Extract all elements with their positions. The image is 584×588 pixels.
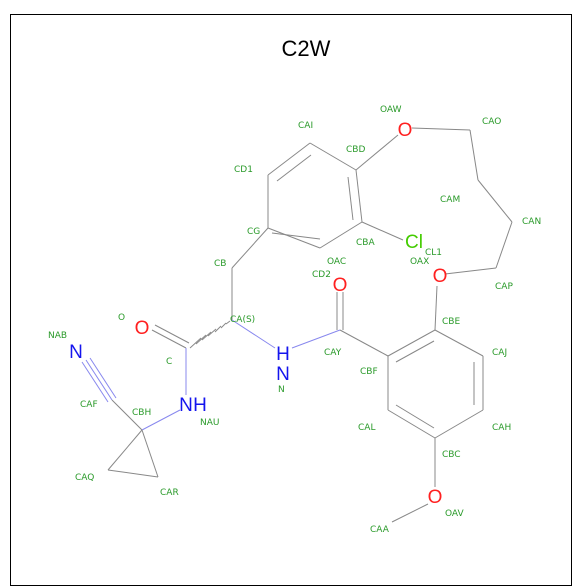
bond — [107, 469, 159, 478]
atom-label: CBD — [346, 145, 365, 155]
atom-label: CBE — [442, 317, 460, 327]
atom-label: CD2 — [312, 270, 331, 280]
bond — [231, 227, 269, 269]
bond — [214, 325, 222, 333]
atom-label: CAA — [370, 525, 390, 535]
atom-label: OAC — [327, 257, 346, 267]
atom-label: CAH — [492, 423, 511, 433]
amide-n-atom: N — [276, 364, 290, 385]
bond — [395, 340, 435, 363]
bond — [434, 409, 484, 439]
atom-label: CBC — [442, 450, 461, 460]
bond — [469, 129, 479, 181]
atom-label: CBA — [356, 238, 375, 248]
bond — [151, 329, 187, 349]
atom-label: CAM — [440, 195, 460, 205]
oxygen-atom: O — [433, 266, 448, 287]
bond — [141, 429, 159, 478]
atom-label: CG — [247, 227, 260, 237]
bond — [267, 142, 311, 176]
atom-label: C — [166, 357, 172, 367]
bond — [207, 328, 217, 337]
bond — [355, 134, 399, 171]
bond — [89, 357, 117, 399]
atom-label: CL1 — [425, 248, 442, 258]
atom-label: CAQ — [75, 473, 94, 483]
atom-label: CD1 — [234, 165, 253, 175]
atom-label: CAY — [324, 348, 342, 358]
bond — [111, 399, 143, 431]
bond — [411, 127, 471, 131]
atom-label: NAB — [48, 331, 67, 341]
atom-label: CAO — [482, 117, 501, 127]
bond — [141, 409, 181, 431]
bond — [154, 324, 190, 344]
oxygen-atom: O — [333, 275, 348, 296]
bond — [220, 322, 227, 329]
chlorine-atom: Cl — [405, 232, 423, 253]
atom-label: CAP — [495, 282, 513, 292]
bond — [477, 179, 513, 223]
oxygen-atom: O — [398, 120, 413, 141]
bond — [355, 169, 363, 223]
oxygen-atom: O — [135, 318, 150, 339]
bond — [434, 285, 438, 331]
atom-label: N — [278, 385, 285, 395]
bond — [276, 154, 312, 182]
bond — [85, 359, 113, 401]
atom-label: CB — [214, 259, 226, 269]
bond — [201, 331, 212, 341]
bond — [231, 319, 276, 349]
bond — [271, 232, 321, 240]
atom-label: CA(S) — [230, 315, 255, 325]
bond — [347, 176, 354, 221]
atom-label: CAF — [80, 400, 98, 410]
atom-label: CAJ — [492, 348, 507, 358]
bond — [225, 320, 231, 325]
bond — [395, 404, 435, 429]
atom-label: CAI — [298, 121, 313, 131]
bond — [339, 329, 389, 357]
atom-label: CAL — [358, 423, 375, 433]
bond — [195, 334, 207, 345]
atom-labels: OAW CAO CAI CBD CD1 CAM CAN CG CBA OAC O… — [48, 105, 541, 535]
bond — [267, 227, 321, 249]
bond — [434, 329, 484, 357]
atom-label: NAU — [200, 418, 219, 428]
atom-label: OAW — [380, 105, 402, 115]
structure-frame — [10, 14, 572, 586]
bond — [444, 267, 497, 275]
bonds — [81, 127, 513, 523]
bond — [391, 503, 429, 523]
bond — [309, 142, 357, 171]
atom-label: O — [118, 313, 125, 323]
diagram-title: C2W — [282, 36, 331, 61]
bond — [291, 329, 341, 349]
bond — [361, 221, 404, 241]
amine-h-atom: H — [193, 395, 207, 416]
bond — [387, 409, 436, 439]
oxygen-atom: O — [428, 487, 443, 508]
bond — [319, 221, 363, 249]
bond — [107, 429, 143, 471]
bond — [189, 337, 202, 349]
atom-label: CBH — [132, 408, 151, 418]
bond — [387, 329, 436, 357]
bond — [81, 361, 109, 403]
nitrile-n-atom: N — [69, 342, 83, 363]
atom-label: OAX — [410, 257, 429, 267]
atom-label: CBF — [360, 367, 378, 377]
bond — [495, 221, 513, 269]
atom-label: CAR — [160, 488, 179, 498]
atom-label: CAN — [522, 217, 541, 227]
atom-label: OAV — [445, 509, 465, 519]
amine-n-atom: N — [179, 395, 193, 416]
amide-h-atom: H — [276, 344, 290, 365]
